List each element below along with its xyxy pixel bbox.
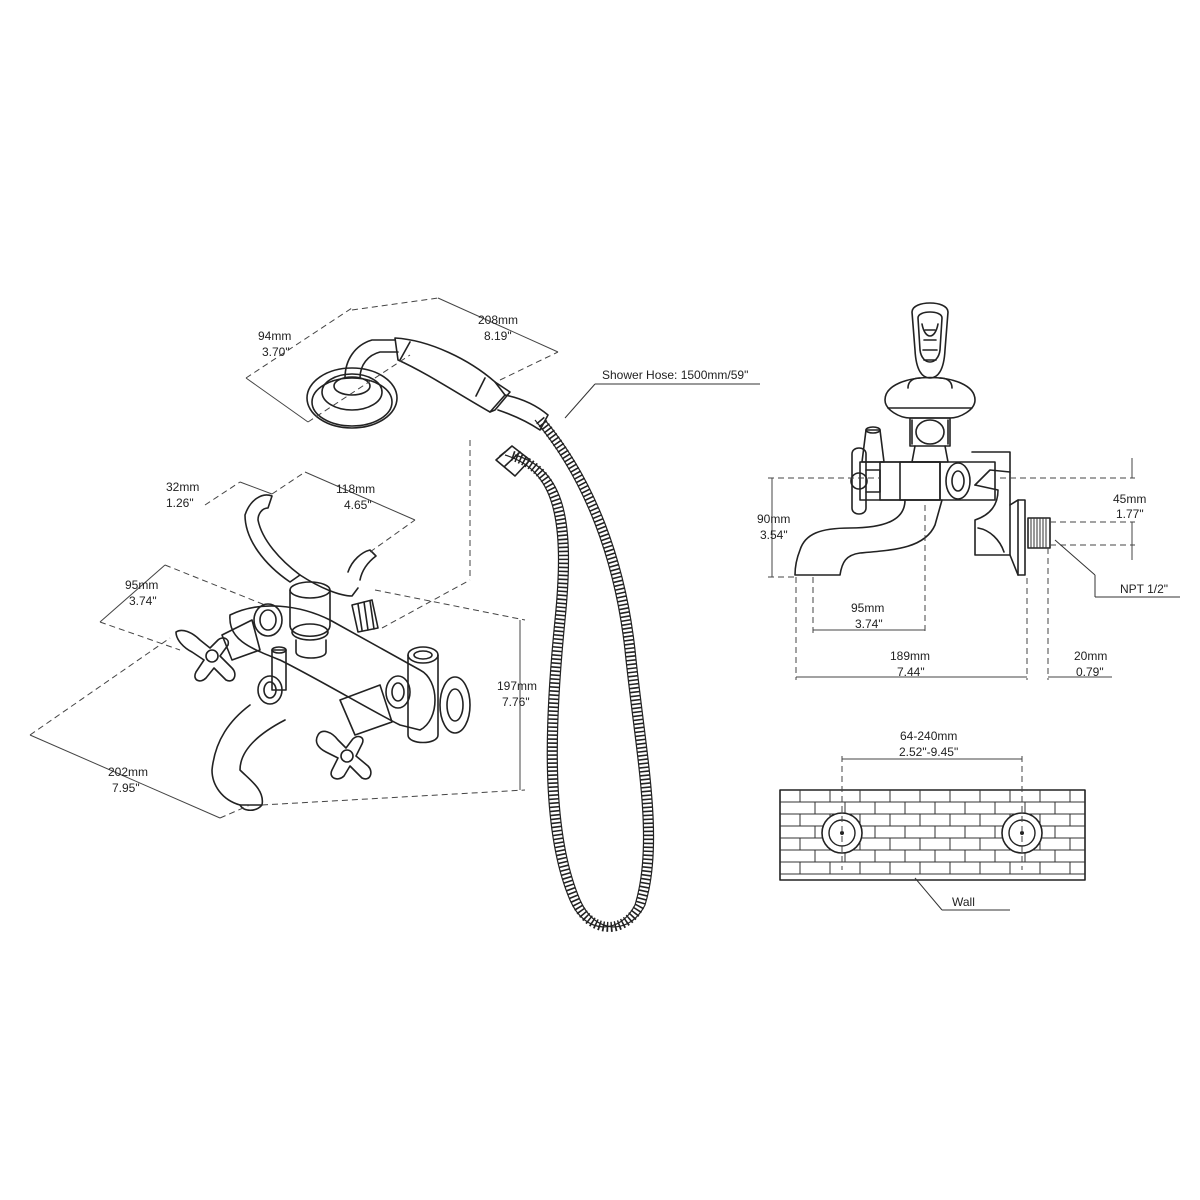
flange-in: 0.79" xyxy=(1076,665,1104,679)
hose-length-label: Shower Hose: 1500mm/59" xyxy=(602,368,748,382)
valve-depth-dimension: 95mm 3.74" xyxy=(99,564,266,651)
height-in: 7.76" xyxy=(502,695,530,709)
left-cross-handle xyxy=(175,629,236,682)
hose-callout: Shower Hose: 1500mm/59" xyxy=(564,368,760,419)
flange-mm: 20mm xyxy=(1074,649,1107,663)
side-projection-dimension: 189mm 7.44" 20mm 0.79" xyxy=(795,548,1112,680)
side-projection-in: 7.44" xyxy=(897,665,925,679)
centers-mm: 64-240mm xyxy=(900,729,957,743)
right-cross-handle xyxy=(315,730,372,780)
side-height-mm: 90mm xyxy=(757,512,790,526)
side-projection-mm: 189mm xyxy=(890,649,930,663)
wall-label: Wall xyxy=(952,895,975,909)
cradle-width-in: 1.26" xyxy=(166,496,194,510)
inlet-height-dimension: 45mm 1.77" xyxy=(1000,458,1146,560)
valve-depth-in: 3.74" xyxy=(129,594,157,608)
width-mm: 202mm xyxy=(108,765,148,779)
handle-length-in: 8.19" xyxy=(484,329,512,343)
head-width-dimension: 94mm 3.70" xyxy=(245,307,411,423)
cradle-width-mm: 32mm xyxy=(166,480,199,494)
faucet-side-view xyxy=(794,302,1051,576)
wall-inlet-right xyxy=(1001,812,1043,854)
width-in: 7.95" xyxy=(112,781,140,795)
width-dimension: 202mm 7.95" xyxy=(29,637,251,819)
wall-inlet-left xyxy=(821,812,863,854)
shower-hose xyxy=(495,416,655,932)
shower-cradle xyxy=(244,494,377,597)
handle-length-dimension: 208mm 8.19" xyxy=(351,297,559,381)
side-height-in: 3.54" xyxy=(760,528,788,542)
npt-callout: NPT 1/2" xyxy=(1054,539,1180,598)
wall-flange-right xyxy=(407,646,471,744)
hand-shower xyxy=(306,337,549,431)
side-height-dimension: 90mm 3.54" xyxy=(757,477,880,578)
handle-length-mm: 208mm xyxy=(478,313,518,327)
valve-depth-mm: 95mm xyxy=(125,578,158,592)
hose-end-fitting xyxy=(495,445,531,477)
wall-view: 64-240mm 2.52"-9.45" Wall xyxy=(779,729,1086,911)
cradle-width-dimension: 32mm 1.26" xyxy=(166,471,306,510)
top-threaded-outlet xyxy=(351,599,379,633)
tub-spout xyxy=(211,704,286,812)
cradle-length-mm: 118mm xyxy=(336,482,375,496)
cradle-length-in: 4.65" xyxy=(344,498,372,512)
side-spout-dimension: 95mm 3.74" xyxy=(812,505,926,633)
side-spout-mm: 95mm xyxy=(851,601,884,615)
head-width-mm: 94mm xyxy=(258,329,291,343)
faucet-isometric xyxy=(175,494,471,812)
npt-thread-label: NPT 1/2" xyxy=(1120,582,1168,596)
cradle-length-dimension: 118mm 4.65" xyxy=(304,471,416,553)
height-mm: 197mm xyxy=(497,679,537,693)
inlet-height-in: 1.77" xyxy=(1116,507,1144,521)
inlet-height-mm: 45mm xyxy=(1113,492,1146,506)
head-width-in: 3.70" xyxy=(262,345,290,359)
height-dimension: 197mm 7.76" xyxy=(261,440,537,806)
centers-in: 2.52"-9.45" xyxy=(899,745,958,759)
side-spout-in: 3.74" xyxy=(855,617,883,631)
